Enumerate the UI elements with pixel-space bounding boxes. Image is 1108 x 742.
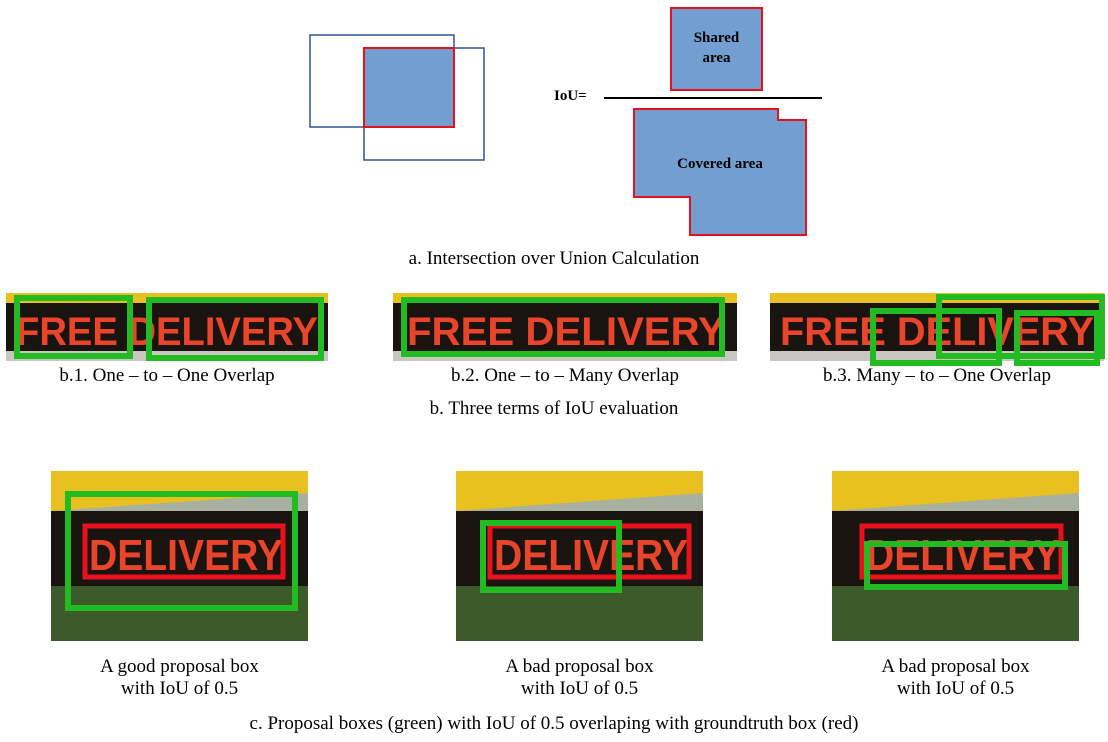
shared-area-label: Shared area — [671, 28, 762, 68]
sign-text-c2: DELIVERY — [494, 531, 688, 580]
iou-label: IoU= — [554, 88, 587, 104]
caption-c3-line2: with IoU of 0.5 — [896, 678, 1015, 699]
caption-c2: A bad proposal box with IoU of 0.5 — [456, 656, 703, 700]
caption-c2-line2: with IoU of 0.5 — [520, 678, 639, 699]
caption-c3-line1: A bad proposal box — [881, 656, 1030, 677]
sign-text-b2: FREE DELIVERY — [407, 310, 725, 354]
proposal-box-c2 — [480, 520, 622, 593]
shared-area-box — [670, 7, 763, 91]
proposal-box-b2-1 — [401, 297, 725, 357]
caption-a: a. Intersection over Union Calculation — [408, 248, 700, 269]
caption-b: b. Three terms of IoU evaluation — [429, 398, 679, 419]
covered-area-shape — [633, 108, 807, 236]
sign-photo-c1: DELIVERY — [51, 471, 308, 641]
proposal-box-b1-1 — [14, 295, 133, 359]
shared-area-label-line1: Shared — [693, 30, 740, 46]
caption-c2-line1: A bad proposal box — [505, 656, 654, 677]
proposal-box-c1 — [65, 491, 298, 611]
sign-photo-b2: FREE DELIVERY — [393, 293, 737, 361]
caption-c: c. Proposal boxes (green) with IoU of 0.… — [249, 713, 859, 734]
caption-c3: A bad proposal box with IoU of 0.5 — [832, 656, 1079, 700]
sign-text-b1: FREE DELIVERY — [16, 310, 318, 354]
caption-c1-line2: with IoU of 0.5 — [120, 678, 239, 699]
caption-b2: b.2. One – to – Many Overlap — [451, 365, 679, 386]
sign-photo-b1: FREE DELIVERY — [6, 293, 328, 361]
proposal-box-b1-2 — [146, 297, 324, 361]
caption-b3: b.3. Many – to – One Overlap — [823, 365, 1051, 386]
sign-text-c3: DELIVERY — [866, 531, 1060, 580]
caption-c1-line1: A good proposal box — [100, 656, 259, 677]
sign-photo-c2: DELIVERY — [456, 471, 703, 641]
groundtruth-box-c3 — [859, 523, 1064, 580]
proposal-box-b3-3 — [1014, 310, 1100, 366]
groundtruth-box-c1 — [82, 523, 286, 580]
sign-text-c1: DELIVERY — [89, 531, 283, 580]
proposal-box-c3 — [864, 541, 1068, 590]
caption-c1: A good proposal box with IoU of 0.5 — [51, 656, 308, 700]
proposal-box-b3-2 — [936, 294, 1105, 359]
covered-area-label: Covered area — [677, 156, 763, 172]
caption-b1: b.1. One – to – One Overlap — [59, 365, 275, 386]
shared-area-label-line2: area — [702, 50, 731, 66]
sign-photo-b3: FREE DELIVERY — [770, 293, 1105, 366]
sign-photo-c3: DELIVERY — [832, 471, 1079, 641]
intersection-area — [363, 47, 455, 128]
